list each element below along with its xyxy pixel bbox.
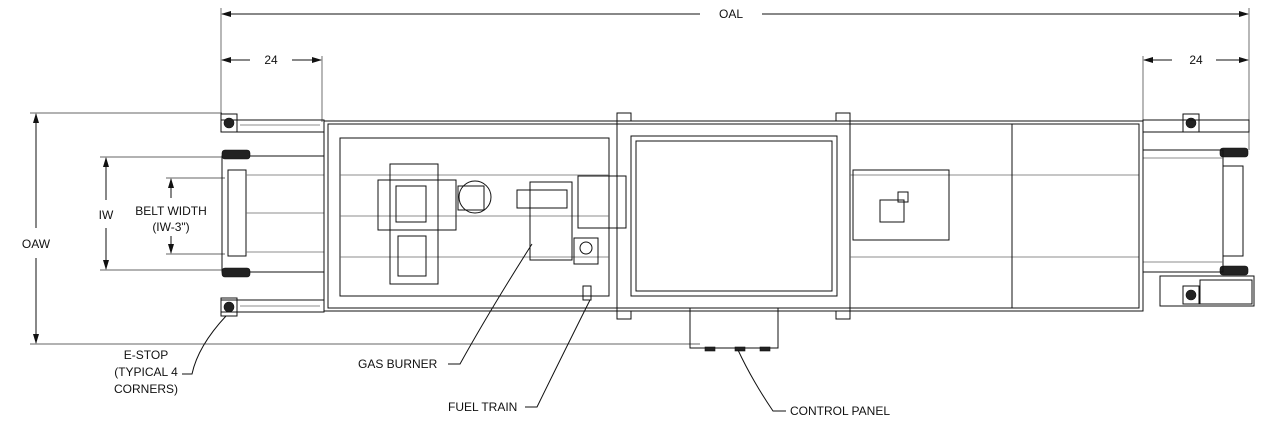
iw-label: IW [99, 208, 114, 222]
oaw-dimension: OAW [22, 112, 700, 345]
gas-burner-assembly [377, 163, 627, 301]
oal-label: OAL [719, 7, 743, 21]
left-24-label: 24 [264, 53, 278, 67]
estop-callout: E-STOP (TYPICAL 4 CORNERS) [114, 315, 227, 396]
oaw-label: OAW [22, 237, 51, 251]
right-bearing [1219, 147, 1249, 276]
left-conveyor-extension [220, 119, 325, 313]
estop-label-line1: E-STOP [124, 348, 168, 362]
gas-burner-label: GAS BURNER [358, 357, 438, 371]
control-panel-callout: CONTROL PANEL [737, 349, 890, 418]
control-panel-box [689, 307, 779, 352]
center-hood [616, 112, 851, 320]
gas-burner-callout: GAS BURNER [358, 243, 533, 371]
estop-label-line3: CORNERS) [114, 382, 178, 396]
estop-button [220, 113, 238, 133]
oven-main-frame [323, 120, 1144, 312]
exit-section [849, 123, 1140, 309]
belt-width-dimension: BELT WIDTH (IW-3") [135, 177, 225, 255]
control-panel-label: CONTROL PANEL [790, 404, 890, 418]
oal-dimension: OAL [220, 7, 1250, 150]
right-24-dimension: 24 [1142, 53, 1249, 122]
estop-button [1182, 285, 1200, 305]
fuel-train-callout: FUEL TRAIN [448, 299, 591, 414]
right-24-label: 24 [1189, 53, 1203, 67]
iw-dimension: IW [99, 156, 225, 271]
estop-button [1182, 113, 1200, 133]
belt-width-label-line1: BELT WIDTH [135, 204, 207, 218]
left-24-dimension: 24 [221, 53, 323, 122]
left-bearing [221, 149, 251, 278]
estop-button [220, 297, 238, 317]
belt-width-label-line2: (IW-3") [152, 220, 189, 234]
fuel-train-label: FUEL TRAIN [448, 400, 517, 414]
estop-label-line2: (TYPICAL 4 [114, 365, 178, 379]
